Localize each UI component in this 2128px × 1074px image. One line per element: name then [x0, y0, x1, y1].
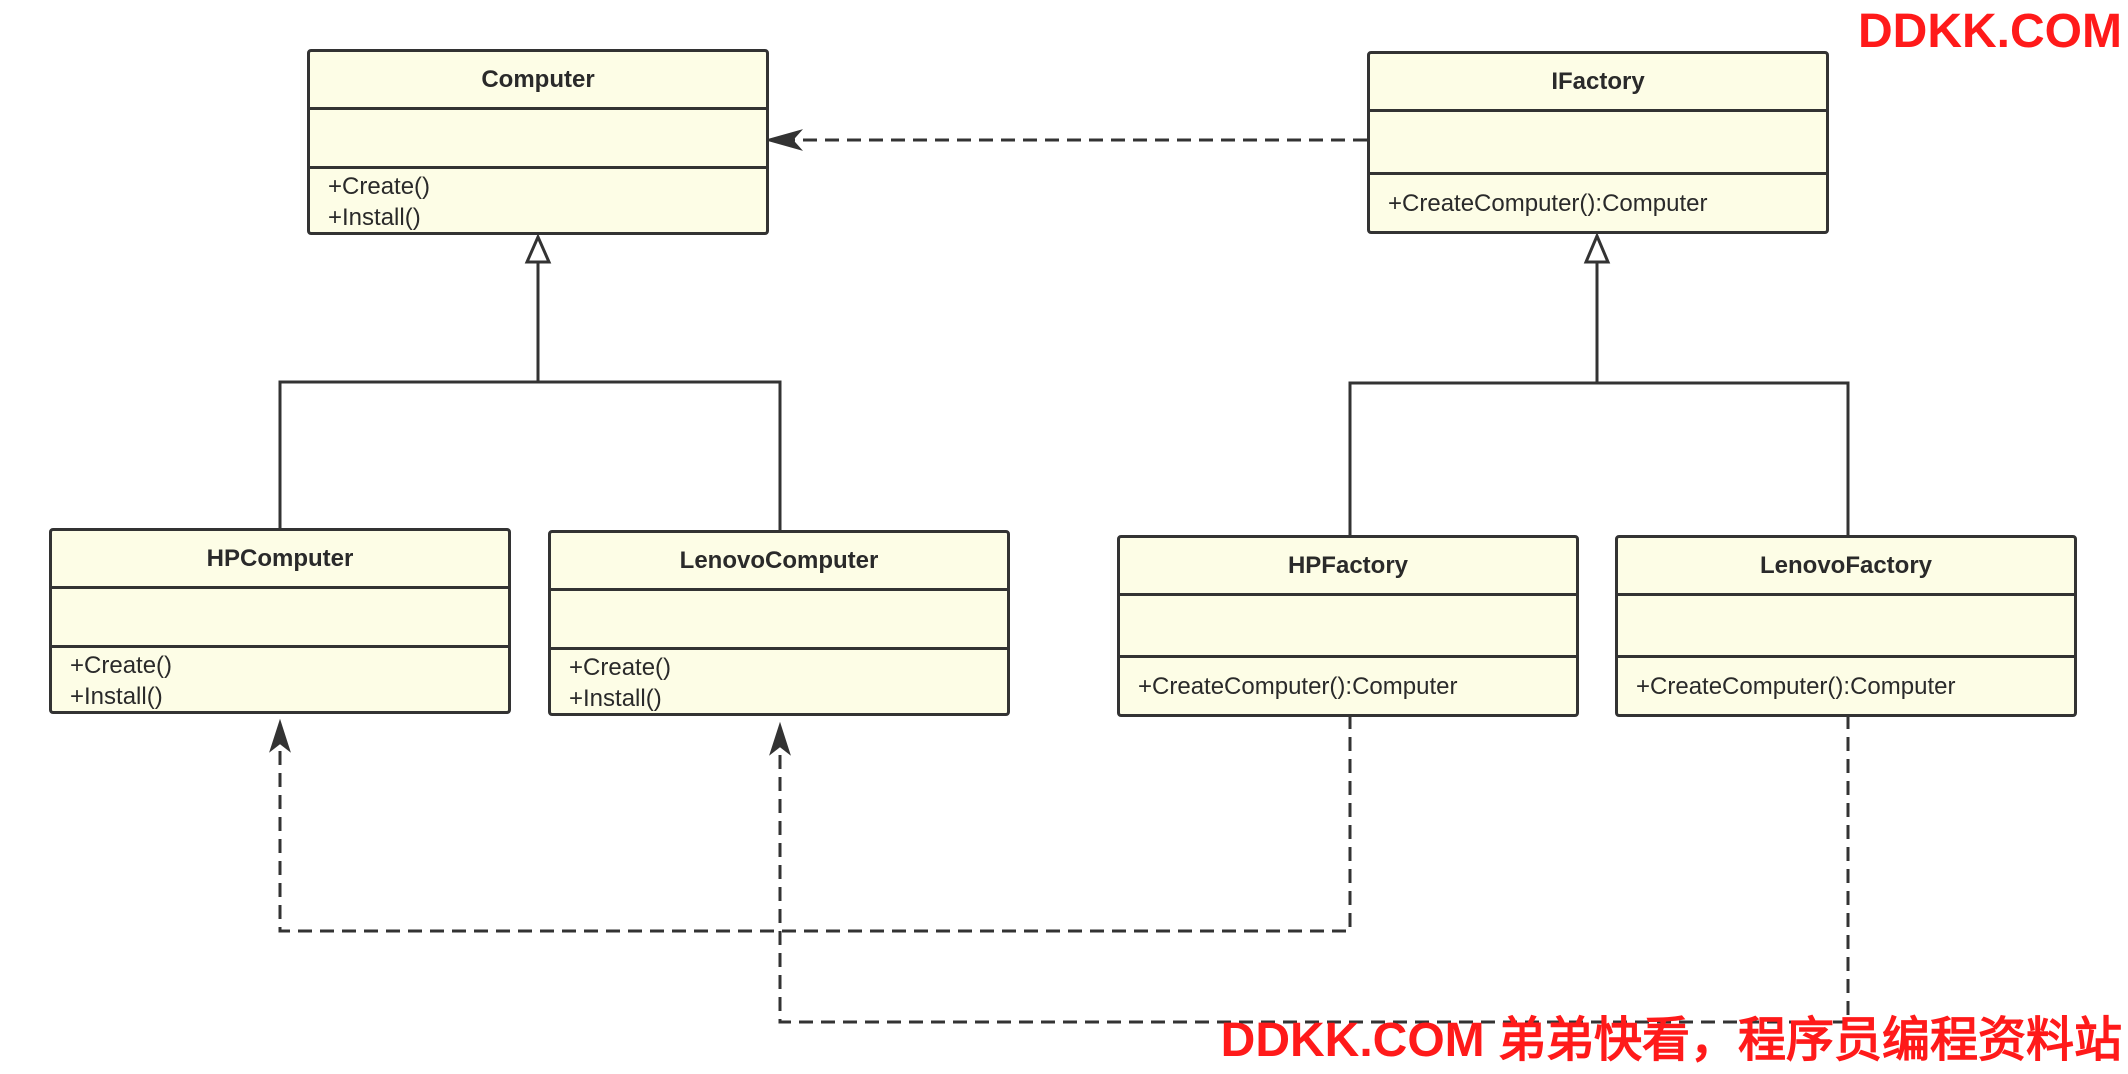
- dependency-hpfactory-hpcomputer[interactable]: [278, 715, 1352, 933]
- operation: +CreateComputer():Computer: [1388, 189, 1708, 217]
- operations-compartment: +Create() +Install(): [551, 650, 1007, 713]
- operations-compartment: +Create() +Install(): [52, 648, 508, 711]
- operation: +Create(): [70, 652, 173, 679]
- class-hpcomputer[interactable]: HPComputer +Create() +Install(): [49, 528, 511, 714]
- class-computer[interactable]: Computer +Create() +Install(): [307, 49, 769, 235]
- operation: +CreateComputer():Computer: [1636, 672, 1956, 700]
- attributes-compartment: [1618, 596, 2074, 658]
- attributes-compartment: [52, 589, 508, 648]
- attributes-compartment: [1370, 112, 1826, 175]
- operation: +Create(): [569, 654, 672, 681]
- class-lenovofactory[interactable]: LenovoFactory +CreateComputer():Computer: [1615, 535, 2077, 717]
- watermark-top: DDKK.COM: [1858, 5, 2122, 58]
- generalization-lenovocomputer-computer[interactable]: [538, 380, 782, 530]
- dependency-arrowhead-lenovocomputer: [769, 721, 791, 756]
- attributes-compartment: [1120, 596, 1576, 658]
- generalization-arrowhead-ifactory: [1583, 232, 1611, 264]
- class-name: IFactory: [1370, 54, 1826, 112]
- class-name: HPComputer: [52, 531, 508, 589]
- operations-compartment: +CreateComputer():Computer: [1370, 175, 1826, 231]
- class-name: LenovoFactory: [1618, 538, 2074, 596]
- class-lenovocomputer[interactable]: LenovoComputer +Create() +Install(): [548, 530, 1010, 716]
- operation: +Install(): [569, 685, 662, 712]
- dependency-lenovofactory-lenovocomputer[interactable]: [778, 715, 1850, 1024]
- generalization-arrowhead-computer: [524, 233, 552, 264]
- class-name: LenovoComputer: [551, 533, 1007, 591]
- operation: +Create(): [328, 173, 431, 200]
- generalization-hpfactory-ifactory[interactable]: [1348, 381, 1597, 535]
- watermark-bottom: DDKK.COM 弟弟快看，程序员编程资料站: [1220, 1014, 2122, 1067]
- attributes-compartment: [551, 591, 1007, 650]
- operations-compartment: +CreateComputer():Computer: [1120, 658, 1576, 714]
- operations-compartment: +Create() +Install(): [310, 169, 766, 232]
- dependency-arrowhead-hpcomputer: [269, 718, 291, 753]
- dependency-arrowhead-computer: [764, 129, 804, 151]
- class-name: Computer: [310, 52, 766, 110]
- operations-compartment: +CreateComputer():Computer: [1618, 658, 2074, 714]
- class-hpfactory[interactable]: HPFactory +CreateComputer():Computer: [1117, 535, 1579, 717]
- generalization-hpcomputer-computer[interactable]: [278, 380, 538, 528]
- generalization-lenovofactory-ifactory[interactable]: [1597, 381, 1850, 535]
- class-name: HPFactory: [1120, 538, 1576, 596]
- operation: +Install(): [70, 683, 163, 710]
- operation: +CreateComputer():Computer: [1138, 672, 1458, 700]
- operation: +Install(): [328, 204, 421, 231]
- attributes-compartment: [310, 110, 766, 169]
- class-ifactory[interactable]: IFactory +CreateComputer():Computer: [1367, 51, 1829, 234]
